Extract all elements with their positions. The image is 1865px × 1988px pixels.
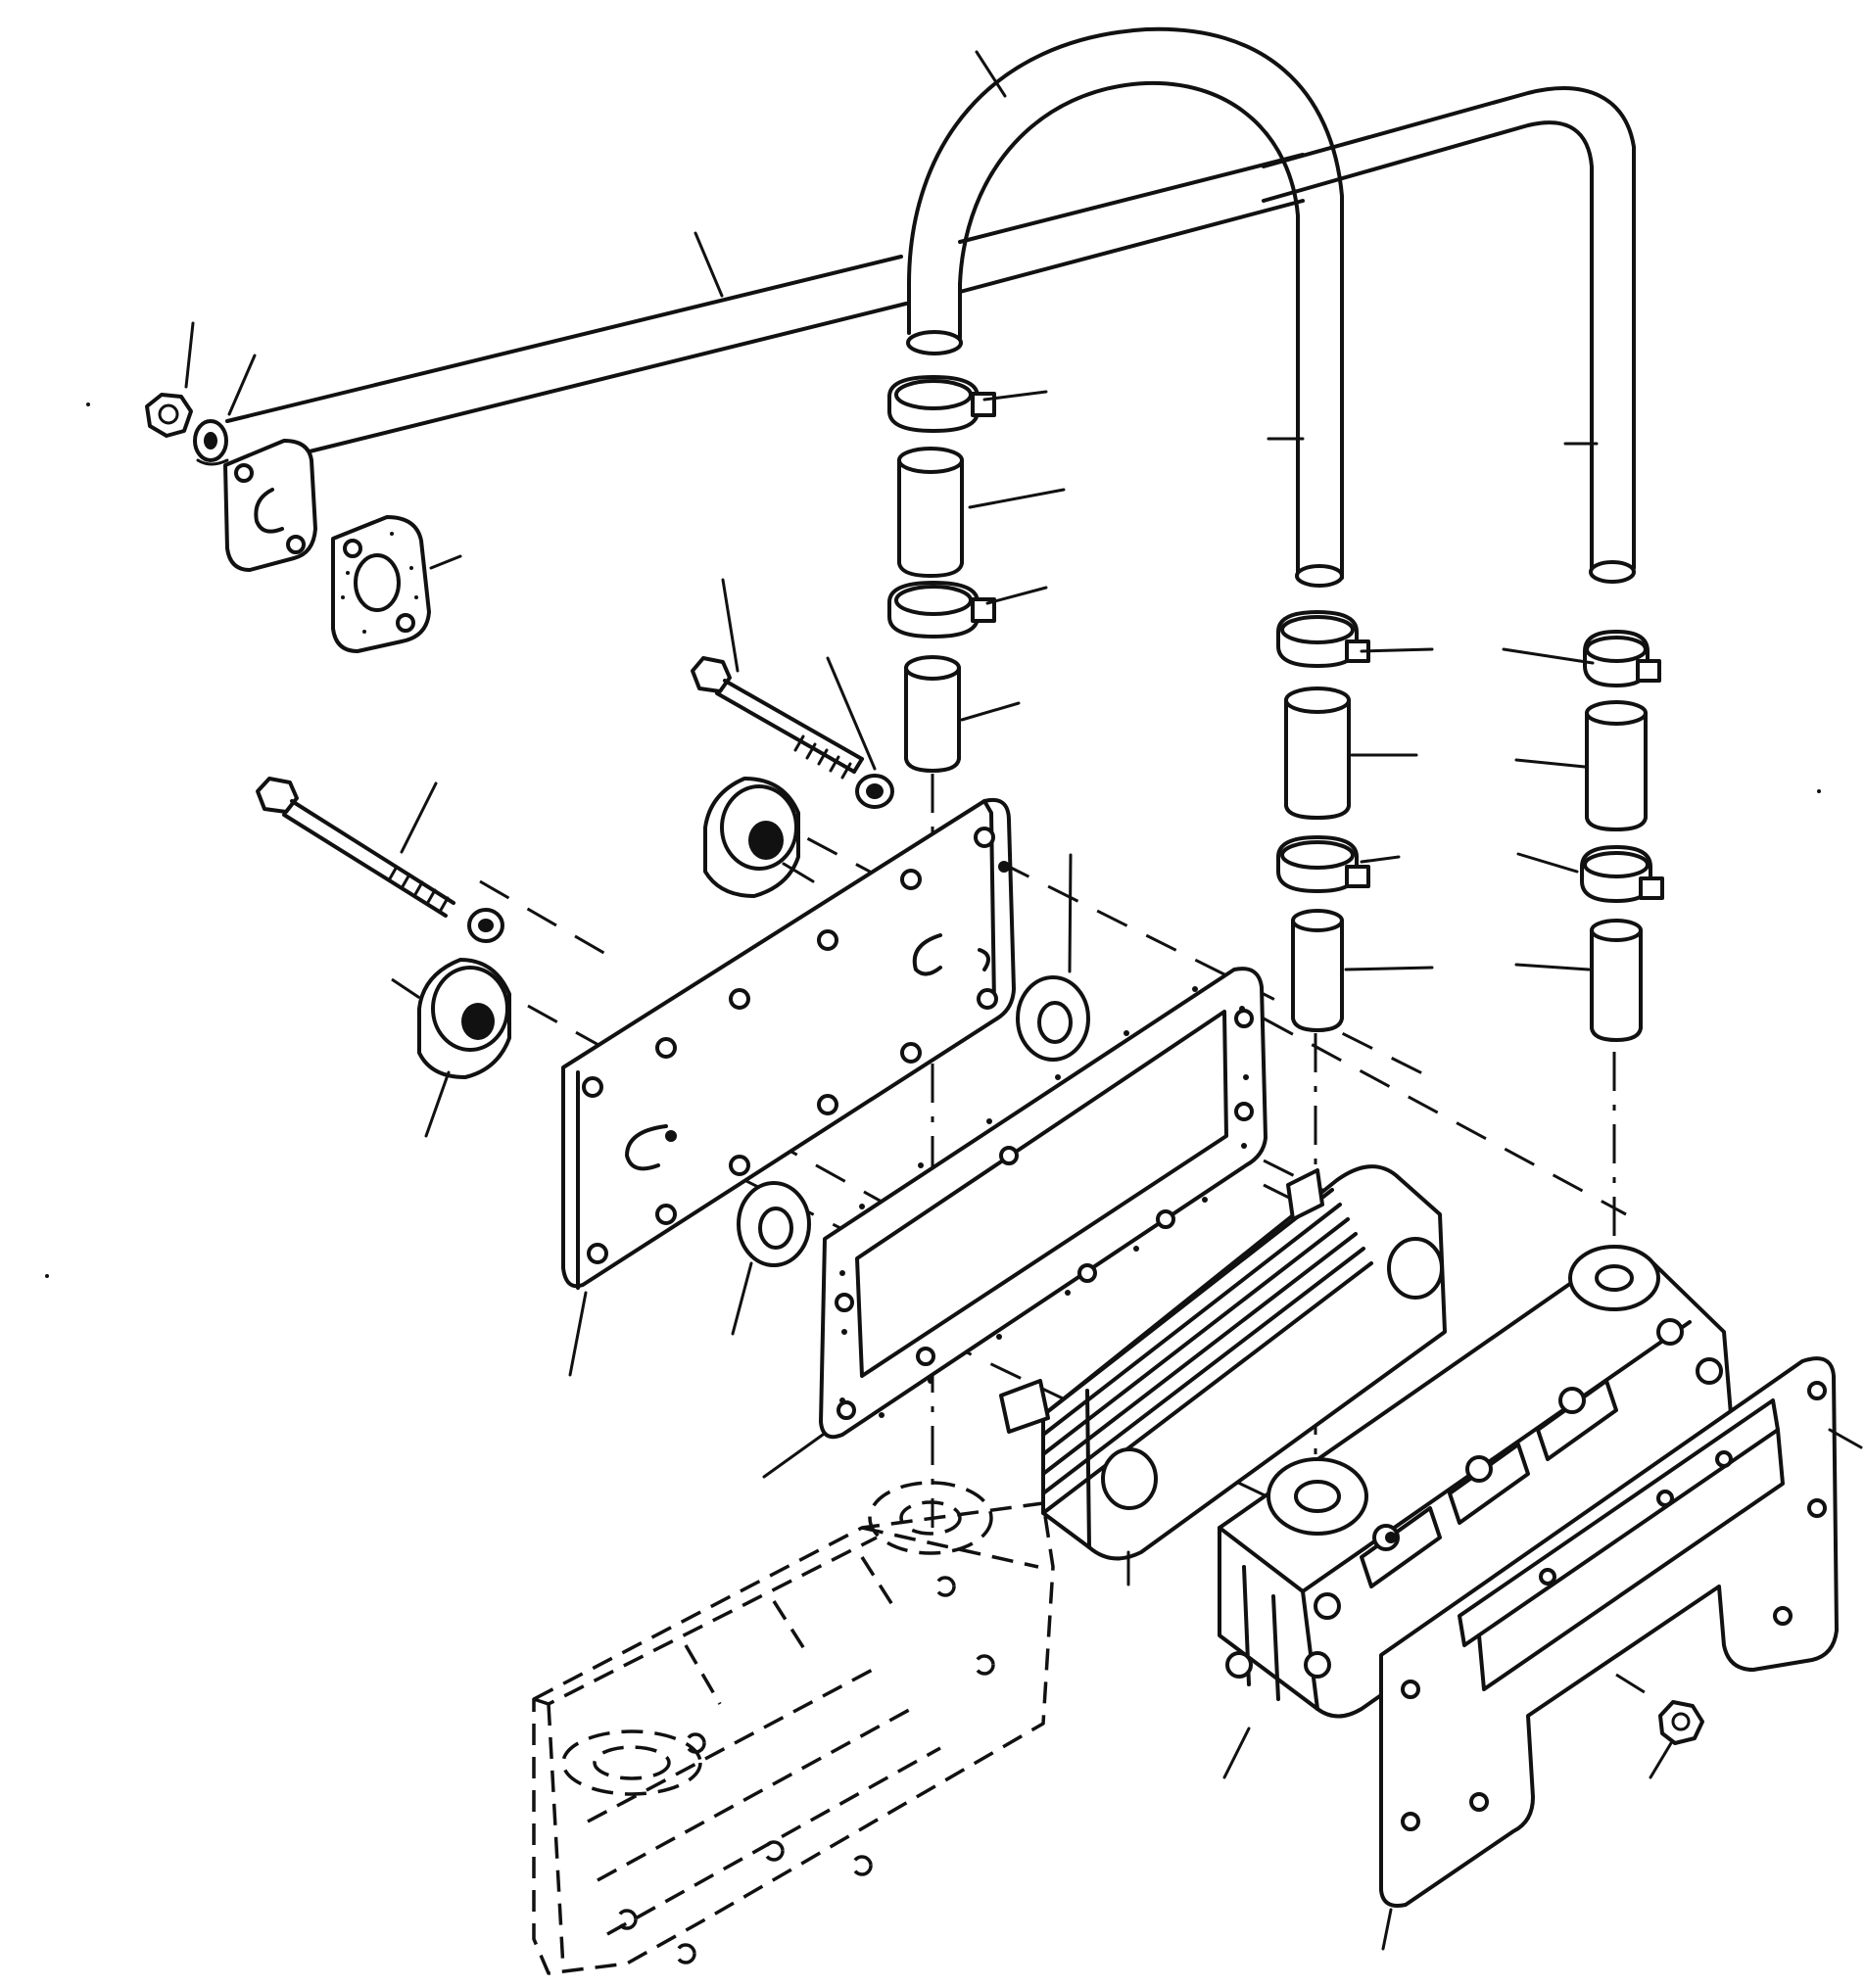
leader-line: [982, 390, 1048, 402]
leader-line: [1514, 963, 1591, 971]
spacer-boss-upper: [703, 777, 800, 898]
leader-line: [693, 231, 724, 298]
hose-segment: [904, 655, 961, 773]
leader-line: [960, 701, 1021, 722]
leader-line: [968, 488, 1066, 509]
leader-line: [826, 656, 877, 771]
flange-lock-washer: [193, 419, 229, 466]
leader-line: [400, 781, 438, 854]
leader-line: [1828, 1428, 1863, 1449]
hose-clamp: [1276, 835, 1370, 893]
leader-line: [1502, 647, 1595, 665]
leader-line: [184, 321, 195, 389]
leader-line: [1514, 758, 1587, 769]
leader-line: [1649, 1741, 1673, 1779]
hose-clamp: [1583, 630, 1661, 687]
leader-line: [1344, 966, 1434, 971]
long-bolt-lower: [256, 777, 455, 918]
scan-marks: [45, 402, 1821, 1278]
cover-gasket: [819, 967, 1267, 1440]
cover-plate: [561, 798, 1016, 1290]
leader-line: [568, 1291, 588, 1377]
hose-stack-right: [1580, 630, 1664, 1042]
coolant-tube-large-loop: [906, 26, 1344, 588]
callout-leaders: [184, 50, 1863, 1951]
leader-line: [1222, 1727, 1251, 1779]
lock-washer: [467, 908, 504, 943]
sealing-ring-left: [737, 1181, 811, 1267]
hose-segment: [1284, 686, 1351, 820]
leader-line: [731, 1261, 753, 1336]
leader-line: [1516, 852, 1579, 874]
leader-line: [1360, 855, 1401, 864]
hose-segment: [1585, 700, 1648, 831]
hose-clamp: [1276, 610, 1370, 668]
hose-clamp: [887, 375, 996, 433]
flange-gasket: [331, 515, 431, 653]
pipe-flange: [223, 439, 317, 572]
hose-clamp: [1580, 845, 1664, 903]
hose-stack-middle: [1276, 610, 1370, 1032]
leader-line: [429, 554, 462, 570]
hose-segment: [897, 447, 964, 578]
leader-line: [762, 1433, 825, 1479]
coolant-tube-rear-loop: [1262, 86, 1636, 584]
lock-washer: [855, 774, 894, 809]
leader-line: [424, 1070, 451, 1138]
spacer-boss-lower: [417, 958, 511, 1079]
leader-line: [985, 586, 1048, 605]
long-bolt-upper: [691, 656, 864, 780]
leader-line: [1381, 1908, 1393, 1951]
engine-block-phantom: [532, 1481, 1055, 1975]
leader-line: [1360, 647, 1434, 653]
hose-stack-left: [887, 375, 996, 773]
leader-line: [975, 50, 1007, 98]
leader-line: [721, 578, 740, 673]
hose-clamp: [887, 581, 996, 639]
sealing-ring-right: [1016, 975, 1090, 1062]
leader-line: [782, 862, 815, 883]
hose-segment: [1590, 919, 1643, 1042]
drain-plug: [1658, 1700, 1704, 1745]
leader-line: [1068, 853, 1073, 973]
oil-cooler-core: [999, 1164, 1447, 1561]
hose-segment: [1291, 909, 1344, 1032]
bypass-pipe: [225, 153, 1305, 454]
housing-gasket: [1379, 1356, 1839, 1908]
flange-nut: [145, 393, 193, 438]
leader-line: [227, 354, 257, 416]
cooler-housing: [1218, 1245, 1736, 1719]
